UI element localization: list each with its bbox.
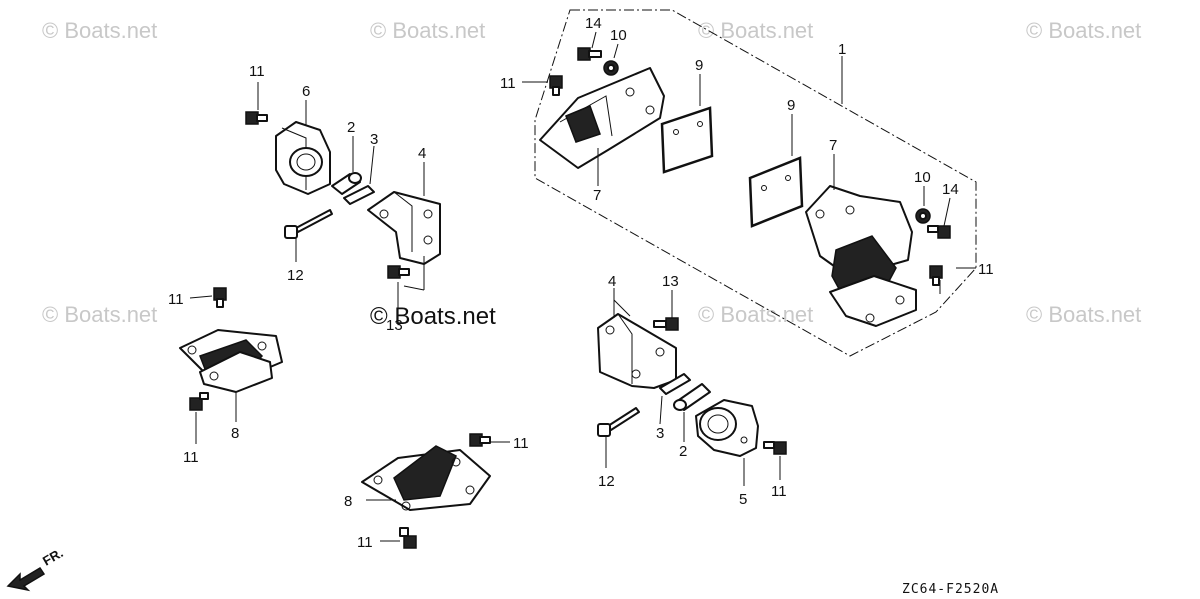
callout-11-d: 11 [513, 435, 529, 452]
callout-11-h: 11 [771, 483, 787, 500]
callout-12-left: 12 [287, 267, 304, 284]
callout-10-right: 10 [914, 169, 931, 186]
callout-8-lower: 8 [344, 493, 352, 510]
callout-9-top: 9 [695, 57, 703, 74]
part-10-washer-top[interactable] [603, 60, 619, 76]
callout-labels: 1 11 6 2 3 4 12 13 11 8 11 11 8 11 11 14… [168, 15, 994, 551]
part-11-bolt-d[interactable] [469, 433, 491, 447]
callout-3-right: 3 [656, 425, 664, 442]
part-11-bolt-c[interactable] [189, 392, 209, 411]
part-10-washer-right[interactable] [915, 208, 931, 224]
watermarks: © Boats.net © Boats.net © Boats.net © Bo… [42, 18, 1141, 330]
part-3-collar-left[interactable] [343, 185, 375, 205]
callout-6: 6 [302, 83, 310, 100]
watermark-top-right: © Boats.net [1026, 18, 1141, 43]
part-13-bolt-left[interactable] [387, 265, 410, 279]
part-14-bolt-right[interactable] [927, 225, 951, 239]
callout-5: 5 [739, 491, 747, 508]
part-6-clamp-bracket[interactable] [275, 121, 331, 195]
part-3-collar-right[interactable] [659, 373, 691, 395]
watermark-top-center: © Boats.net [370, 18, 485, 43]
watermark-mid-right: © Boats.net [1026, 302, 1141, 327]
front-arrow-icon [6, 566, 46, 592]
part-5-clamp-bracket[interactable] [695, 399, 759, 457]
callout-11-f: 11 [500, 75, 516, 92]
callout-14-top: 14 [585, 15, 602, 32]
part-11-bolt-f[interactable] [549, 75, 563, 96]
watermark-top-left: © Boats.net [42, 18, 157, 43]
callout-11-b: 11 [168, 291, 184, 308]
callout-13-left: 13 [386, 317, 403, 334]
part-11-bolt-a[interactable] [245, 111, 268, 125]
part-11-bolt-g[interactable] [929, 265, 943, 286]
part-11-bolt-e[interactable] [399, 527, 417, 549]
front-label: FR. [40, 545, 66, 568]
assembly-1-outline [534, 9, 977, 357]
callout-13-right: 13 [662, 273, 679, 290]
part-7-bracket-top[interactable] [539, 67, 665, 169]
watermark-mid-center: © Boats.net [370, 303, 496, 330]
callout-14-right: 14 [942, 181, 959, 198]
part-9-plate-right[interactable] [748, 156, 804, 228]
callout-9-right: 9 [787, 97, 795, 114]
part-7-bracket-right[interactable] [805, 185, 917, 327]
callout-7-top: 7 [593, 187, 601, 204]
callout-1: 1 [838, 41, 846, 58]
part-8-engine-mount-upper[interactable] [179, 329, 283, 393]
callout-3-left: 3 [370, 131, 378, 148]
callout-2-right: 2 [679, 443, 687, 460]
callout-8-upper: 8 [231, 425, 239, 442]
part-12-bolt-right[interactable] [597, 407, 640, 437]
callout-4-right: 4 [608, 273, 616, 290]
callout-12-right: 12 [598, 473, 615, 490]
part-13-bolt-right[interactable] [653, 317, 679, 331]
part-8-engine-mount-lower[interactable] [361, 445, 491, 511]
callout-11-g: 11 [978, 261, 994, 278]
part-4-angle-bracket-left[interactable] [367, 191, 441, 265]
callout-2-left: 2 [347, 119, 355, 136]
watermark-top-right-center: © Boats.net [698, 18, 813, 43]
part-11-bolt-h[interactable] [763, 441, 787, 455]
callout-11-a: 11 [249, 63, 265, 80]
part-2-bushing-left[interactable] [331, 172, 362, 195]
callout-11-e: 11 [357, 534, 373, 551]
part-12-bolt-left[interactable] [284, 209, 333, 239]
callout-7-right: 7 [829, 137, 837, 154]
callout-11-c: 11 [183, 449, 199, 466]
drawing-code: ZC64-F2520A [902, 582, 999, 597]
leader-lines [189, 31, 976, 542]
part-9-plate-top[interactable] [660, 106, 714, 174]
watermark-mid-right-center: © Boats.net [698, 302, 813, 327]
callout-10-top: 10 [610, 27, 627, 44]
front-direction-indicator: FR. [6, 545, 66, 592]
part-14-bolt-top[interactable] [577, 47, 602, 61]
part-2-bushing-right[interactable] [673, 383, 711, 411]
watermark-mid-left: © Boats.net [42, 302, 157, 327]
part-11-bolt-b[interactable] [213, 287, 227, 308]
callout-4-left: 4 [418, 145, 426, 162]
